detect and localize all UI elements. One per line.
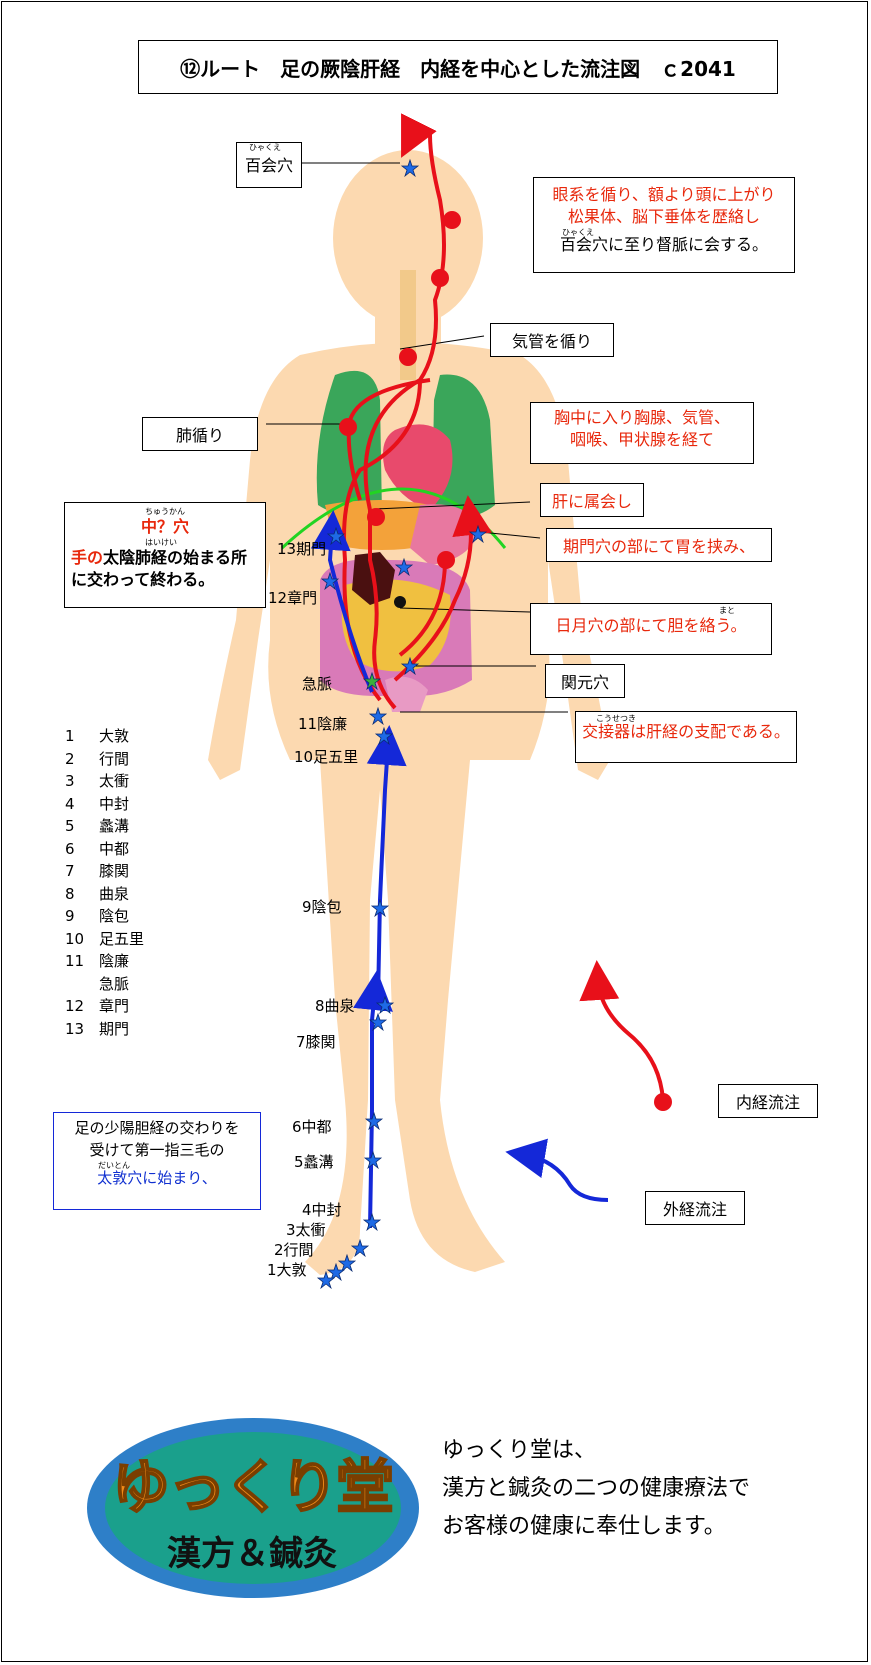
logo-sub-text: 漢方＆鍼灸 bbox=[167, 1534, 337, 1574]
star-chuuto bbox=[364, 1111, 384, 1131]
bladder bbox=[385, 676, 428, 712]
genital-note: こうせつき 交接器は肝経の支配である。 bbox=[575, 711, 797, 763]
pt-chuufuu: 4中封 bbox=[302, 1201, 342, 1219]
pt-shitsukan: 7膝関 bbox=[296, 1033, 336, 1051]
star-hyakue bbox=[400, 158, 420, 178]
star-shoumon bbox=[320, 571, 340, 591]
star-taishou bbox=[350, 1238, 370, 1258]
chuufu-note: ちゅうかん 中？穴 はいけい 手の太陰肺経の始まる所 に交わって終わる。 bbox=[64, 502, 266, 608]
tagline-line: 漢方と鍼灸の二つの健康療法で bbox=[442, 1476, 751, 1501]
star-shitsukan bbox=[368, 1012, 388, 1032]
pt-reikou: 5蠡溝 bbox=[294, 1153, 334, 1171]
star-inpou bbox=[370, 898, 390, 918]
pt-koukan: 2行間 bbox=[274, 1241, 314, 1259]
list-item: 急脈 bbox=[99, 974, 130, 993]
pt-kimon: 13期門 bbox=[277, 540, 327, 558]
outer-route bbox=[310, 510, 407, 1229]
liver-note: 肝に属会し bbox=[540, 483, 644, 517]
star-kyuumyaku bbox=[362, 671, 382, 691]
star-kimon-l bbox=[468, 524, 488, 544]
pt-inpou: 9陰包 bbox=[302, 898, 342, 916]
star-chuufuu bbox=[362, 1212, 382, 1232]
hyakue-label: ひゃくえ 百会穴 bbox=[236, 142, 302, 188]
pt-taishou: 3太衝 bbox=[286, 1221, 326, 1239]
acupoint-stars bbox=[316, 158, 488, 1290]
inner-legend-arrow bbox=[579, 960, 665, 1101]
chest-note: 胸中に入り胸腺、気管、 咽喉、甲状腺を経て bbox=[530, 402, 754, 464]
page-title: ⑫ルート 足の厥陰肝経 内経を中心とした流注図 ｃ2041 bbox=[138, 40, 778, 94]
outer-legend-arrow bbox=[505, 1138, 609, 1202]
outer-legend-label: 外経流注 bbox=[645, 1191, 745, 1225]
kikan-label: 気管を循り bbox=[490, 323, 614, 357]
logo-graphic bbox=[87, 1418, 419, 1598]
kangen-label: 関元穴 bbox=[545, 664, 625, 698]
star-kangen bbox=[400, 656, 420, 676]
star-reikou bbox=[363, 1150, 383, 1170]
tagline-line: ゆっくり堂は、 bbox=[442, 1438, 597, 1463]
inner-route-dots bbox=[339, 211, 461, 569]
star-inren bbox=[368, 706, 388, 726]
pt-ashigori: 10足五里 bbox=[294, 748, 359, 766]
inner-legend-label: 内経流注 bbox=[718, 1084, 818, 1118]
star-daiton-b bbox=[316, 1270, 336, 1290]
pt-kyokusen: 8曲泉 bbox=[315, 997, 355, 1015]
pt-shoumon: 12章門 bbox=[268, 589, 318, 607]
pt-daiton: 1大敦 bbox=[267, 1261, 307, 1279]
nichigetsu-note: まと 日月穴の部にて胆を絡う。 bbox=[530, 603, 772, 655]
start-note: 足の少陽胆経の交わりを 受けて第一指三毛の だいとん 太敦穴に始まり、 bbox=[53, 1112, 261, 1210]
pt-chuuto: 6中都 bbox=[292, 1118, 332, 1136]
haijun-label: 肺循り bbox=[142, 417, 258, 451]
gallbladder-dot bbox=[394, 596, 406, 608]
logo-main-text: ゆっくり堂 bbox=[111, 1452, 395, 1522]
star-kimon-r bbox=[326, 526, 346, 546]
kimon-note: 期門穴の部にて胃を挟み、 bbox=[546, 528, 772, 562]
top-note: 眼系を循り、額より頭に上がり 松果体、脳下垂体を歴絡し ひゃくえ 百会穴に至り督… bbox=[533, 177, 795, 273]
inner-legend-dot bbox=[654, 1093, 672, 1111]
tagline: ゆっくり堂は、 漢方と鍼灸の二つの健康療法で お客様の健康に奉仕します。 bbox=[442, 1432, 750, 1546]
star-kyokusen bbox=[375, 995, 395, 1015]
tagline-line: お客様の健康に奉仕します。 bbox=[442, 1514, 726, 1539]
star-center bbox=[394, 557, 414, 577]
pt-kyuumyaku: 急脈 bbox=[302, 675, 333, 693]
star-ashigori bbox=[374, 726, 394, 746]
pt-inren: 11陰廉 bbox=[298, 715, 348, 733]
star-koukan bbox=[337, 1253, 357, 1273]
star-daiton-a bbox=[326, 1262, 346, 1282]
